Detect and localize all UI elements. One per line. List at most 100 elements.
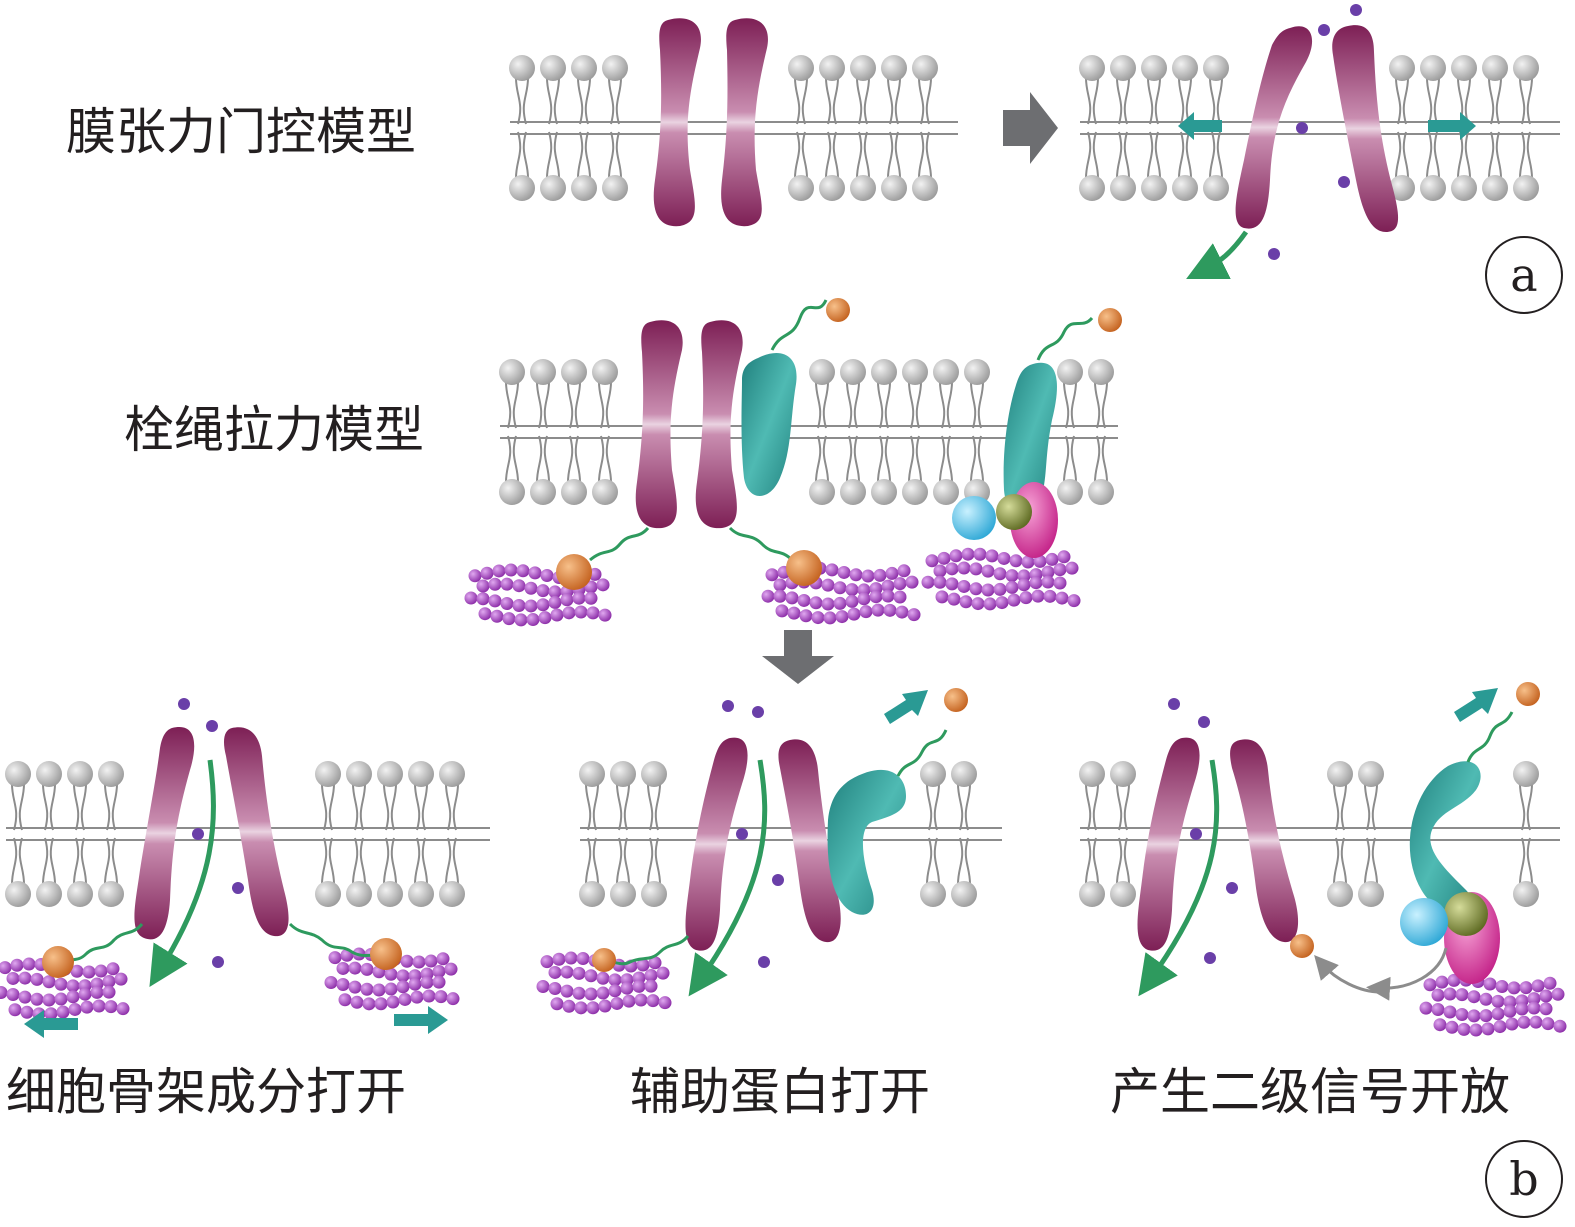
actin-bead (1495, 979, 1509, 993)
lipid-head (610, 881, 636, 907)
actin-bead (1431, 988, 1445, 1002)
actin-bead (560, 593, 574, 607)
actin-bead (1041, 575, 1055, 589)
actin-bead (632, 979, 646, 993)
actin-bead (921, 575, 935, 589)
lipid-head (840, 479, 866, 505)
actin-bead (436, 952, 450, 966)
actin-bead (1005, 569, 1019, 583)
actin-bead (560, 965, 574, 979)
actin-bead (1433, 1018, 1447, 1032)
lipid-head (1389, 175, 1415, 201)
actin-bead (552, 952, 566, 966)
lipid-tail (11, 783, 25, 885)
actin-bead (1443, 1005, 1457, 1019)
lipid-tail (1116, 783, 1130, 885)
actin-bead (1031, 589, 1045, 603)
lipid-tail (352, 783, 366, 885)
actin-bead (907, 608, 921, 622)
lipid-tail (1426, 77, 1440, 179)
actin-bead (981, 583, 995, 597)
actin-bead (1541, 1017, 1555, 1031)
lipid-head (951, 761, 977, 787)
lipid-head (1451, 55, 1477, 81)
lipid-tail (908, 381, 922, 483)
lipid-tail (577, 77, 591, 179)
actin-bead (1491, 994, 1505, 1008)
bilayer-b3 (1079, 761, 1560, 907)
actin-bead (536, 584, 550, 598)
actin-bead (6, 971, 20, 985)
actin-bead (562, 606, 576, 620)
lipid-head (902, 479, 928, 505)
actin-bead (773, 589, 787, 603)
actin-bead (644, 979, 658, 993)
actin-bead (412, 955, 426, 969)
lipid-tail (383, 783, 397, 885)
actin-bead (102, 985, 116, 999)
actin-bead (1455, 1007, 1469, 1021)
actin-bead (90, 985, 104, 999)
actin-bead (993, 582, 1007, 596)
lipid-head (1420, 55, 1446, 81)
actin-bead (504, 563, 518, 577)
lipid-tail (846, 381, 860, 483)
actin-bead (644, 968, 658, 982)
actin-bead (6, 987, 20, 1001)
actin-bead (1527, 992, 1541, 1006)
actin-bead (104, 1000, 118, 1014)
actin-bead (488, 594, 502, 608)
channel-open-a (1178, 4, 1476, 279)
actin-bead (576, 952, 590, 966)
actin-bead (608, 984, 622, 998)
gray-arrow-down (762, 630, 834, 684)
actin-bead (1423, 978, 1437, 992)
actin-bead (857, 583, 871, 597)
lipid-head (1079, 881, 1105, 907)
lipid-head (1079, 175, 1105, 201)
actin-bead (398, 992, 412, 1006)
actin-bead (648, 956, 662, 970)
actin-bead (881, 579, 895, 593)
actin-bead (526, 613, 540, 627)
actin-bead (1443, 987, 1457, 1001)
actin-bead (1045, 552, 1059, 566)
actin-bead (933, 564, 947, 578)
actin-bead (765, 568, 779, 582)
actin-bead (502, 612, 516, 626)
actin-bead (596, 578, 610, 592)
actin-bead (564, 951, 578, 965)
lipid-head (67, 881, 93, 907)
actin-bead (775, 604, 789, 618)
actin-bead (420, 975, 434, 989)
actin-bead (969, 582, 983, 596)
actin-bead (1067, 594, 1081, 608)
membrane-tension-model-label: 膜张力门控模型 (66, 103, 416, 161)
actin-bead (1019, 591, 1033, 605)
actin-bead (362, 997, 376, 1011)
lipid-tail (939, 381, 953, 483)
actin-bead (478, 607, 492, 621)
actin-bead (1431, 1003, 1445, 1017)
lipid-head (819, 175, 845, 201)
actin-bead (1491, 1007, 1505, 1021)
actin-bead (883, 603, 897, 617)
lipid-head (964, 359, 990, 385)
channel-tethered (556, 298, 850, 590)
lipid-head (912, 55, 938, 81)
actin-bead (350, 995, 364, 1009)
lipid-head (1172, 175, 1198, 201)
lipid-head (1482, 175, 1508, 201)
lipid-head (571, 55, 597, 81)
actin-bead (384, 982, 398, 996)
actin-bead (1539, 1002, 1553, 1016)
lipid-head (1513, 175, 1539, 201)
actin-bead (859, 605, 873, 619)
actin-bead (849, 568, 863, 582)
actin-bead (584, 969, 598, 983)
actin-bead (422, 989, 436, 1003)
actin-bead (1445, 1020, 1459, 1034)
actin-bead (490, 609, 504, 623)
lipid-tail (1085, 77, 1099, 179)
actin-bead (434, 990, 448, 1004)
